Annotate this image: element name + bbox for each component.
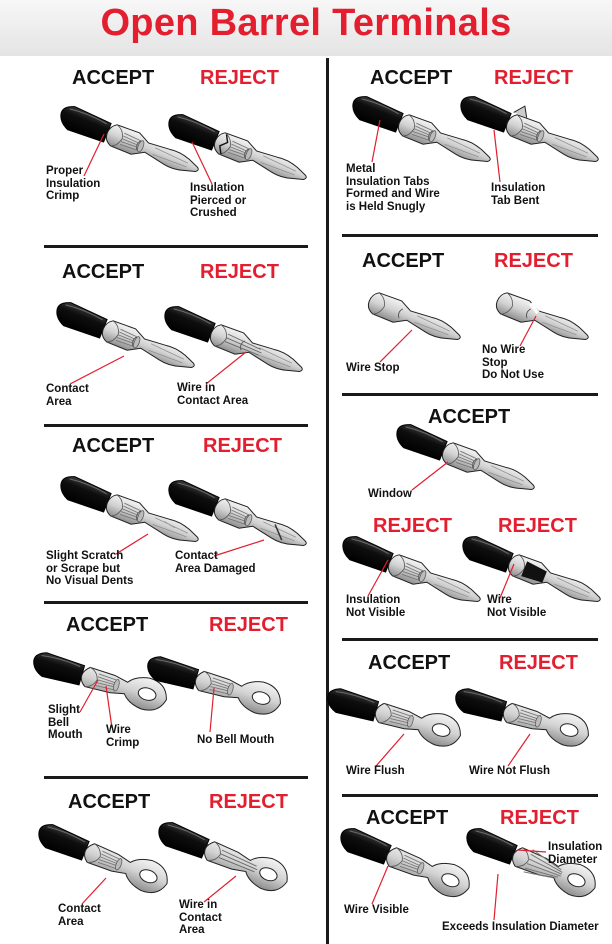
panel7-reject-label: No Wire Stop Do Not Use <box>482 344 544 381</box>
panel8-reject-label-2: Wire Not Visible <box>487 594 547 619</box>
panel4-accept-label: Slight Bell Mouth <box>48 704 83 741</box>
panel3-reject-label: Contact Area Damaged <box>175 550 256 575</box>
panel4-accept-label-2: Wire Crimp <box>106 724 140 749</box>
panel8-reject-leader-2 <box>499 563 515 599</box>
panel9-accept-label: Wire Flush <box>346 765 405 777</box>
panel5-accept-label: Contact Area <box>58 903 101 928</box>
panel2-reject-terminal <box>159 302 308 381</box>
panel10-accept-heading: ACCEPT <box>366 807 449 829</box>
panel5-reject-terminal <box>153 818 294 898</box>
panel7-reject-heading: REJECT <box>494 250 573 272</box>
panel3-reject-terminal <box>163 476 312 555</box>
panel5-accept-heading: ACCEPT <box>68 791 151 813</box>
panel7-accept-heading: ACCEPT <box>362 250 445 272</box>
panel7-reject-terminal <box>492 289 594 349</box>
panel3-accept-terminal <box>55 472 204 551</box>
panel10-reject-terminal <box>461 824 602 904</box>
panel8-reject-terminal-2 <box>457 532 606 611</box>
panel7-accept-leader <box>379 329 413 363</box>
panel1-accept-heading: ACCEPT <box>72 67 155 89</box>
panel5-accept-leader <box>81 877 107 905</box>
panel2-accept-label: Contact Area <box>46 383 89 408</box>
panel8-accept-label: Window <box>368 488 412 500</box>
title-bar <box>0 0 612 56</box>
panel2-reject-heading: REJECT <box>200 261 279 283</box>
panel8-reject-label: Insulation Not Visible <box>346 594 406 619</box>
panel10-reject-leader <box>493 873 499 921</box>
panel8-accept-heading: ACCEPT <box>428 406 511 428</box>
divider-left-3 <box>44 601 308 604</box>
divider-left-4 <box>44 776 308 779</box>
panel1-reject-terminal <box>163 110 312 189</box>
panel7-reject-leader <box>519 315 537 347</box>
panel5-reject-leader <box>203 875 237 903</box>
divider-right-4 <box>342 794 598 797</box>
panel4-accept-leader-2 <box>105 685 113 729</box>
panel10-accept-label: Wire Visible <box>344 904 409 916</box>
panel1-accept-label: Proper Insulation Crimp <box>46 165 101 202</box>
panel8-reject-leader <box>367 559 389 597</box>
panel5-reject-heading: REJECT <box>209 791 288 813</box>
panel6-accept-leader <box>371 119 381 163</box>
panel3-reject-heading: REJECT <box>203 435 282 457</box>
panel10-reject-leader-2 <box>517 849 547 853</box>
panel4-reject-heading: REJECT <box>209 614 288 636</box>
panel3-accept-heading: ACCEPT <box>72 435 155 457</box>
divider-left-1 <box>44 245 308 248</box>
panel10-reject-label: Exceeds Insulation Diameter <box>442 921 599 933</box>
panel1-accept-leader <box>83 133 105 177</box>
panel1-reject-leader <box>191 141 213 185</box>
panel7-accept-label: Wire Stop <box>346 362 400 374</box>
panel3-accept-leader <box>115 533 149 555</box>
panel9-reject-heading: REJECT <box>499 652 578 674</box>
panel9-reject-leader <box>507 733 531 767</box>
panel4-reject-leader <box>209 687 215 733</box>
panel9-reject-label: Wire Not Flush <box>469 765 551 777</box>
divider-left-2 <box>44 424 308 427</box>
panel6-reject-heading: REJECT <box>494 67 573 89</box>
panel5-reject-label: Wire in Contact Area <box>179 899 222 936</box>
panel8-accept-leader <box>411 461 449 491</box>
panel9-accept-heading: ACCEPT <box>368 652 451 674</box>
panel3-reject-leader <box>213 539 265 557</box>
panel6-accept-label: Metal Insulation Tabs Formed and Wire is… <box>346 163 440 213</box>
panel3-accept-label: Slight Scratch or Scrape but No Visual D… <box>46 550 134 587</box>
divider-right-1 <box>342 234 598 237</box>
panel1-reject-label: Insulation Pierced or Crushed <box>190 182 247 219</box>
panel6-reject-terminal <box>455 92 604 171</box>
divider-right-2 <box>342 393 598 396</box>
panel1-reject-heading: REJECT <box>200 67 279 89</box>
panel4-accept-leader <box>79 679 99 713</box>
panel9-accept-leader <box>375 733 405 767</box>
panel4-reject-label: No Bell Mouth <box>197 734 275 746</box>
panel8-reject-heading-2: REJECT <box>498 515 577 537</box>
panel10-accept-leader <box>371 865 389 905</box>
panel6-reject-leader <box>493 129 501 183</box>
panel2-reject-leader <box>205 351 247 385</box>
page-title: Open Barrel Terminals <box>100 2 512 44</box>
panel2-reject-label: Wire in Contact Area <box>177 382 249 407</box>
panel2-accept-leader <box>69 355 125 385</box>
panel10-reject-heading: REJECT <box>500 807 579 829</box>
panel10-reject-label-2: Insulation Diameter <box>548 841 603 866</box>
divider-right-3 <box>342 638 598 641</box>
panel4-accept-heading: ACCEPT <box>66 614 149 636</box>
panel10-accept-terminal <box>335 824 476 904</box>
panel2-accept-heading: ACCEPT <box>62 261 145 283</box>
panel8-reject-heading: REJECT <box>373 515 452 537</box>
column-divider <box>326 58 329 944</box>
panel6-reject-label: Insulation Tab Bent <box>491 182 546 207</box>
panel6-accept-heading: ACCEPT <box>370 67 453 89</box>
